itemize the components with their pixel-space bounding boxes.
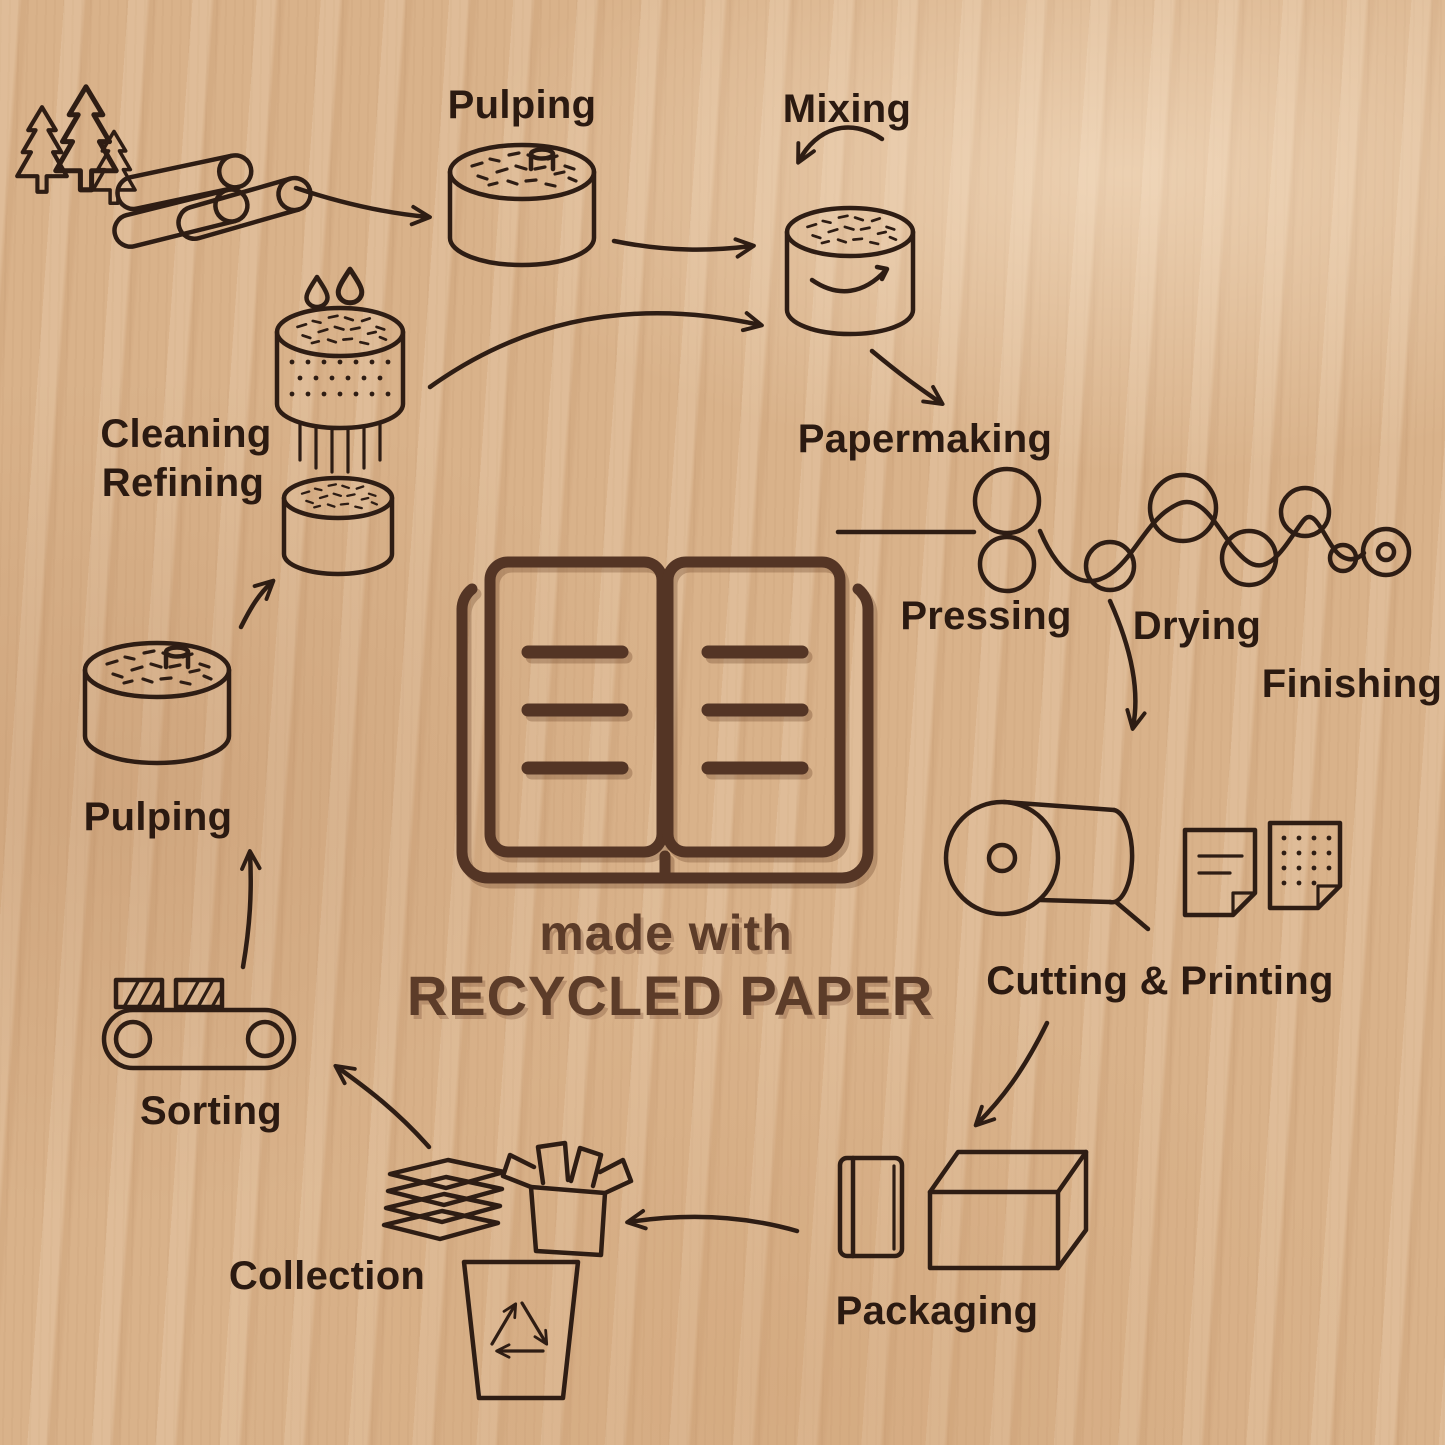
label-cleaning: Cleaning xyxy=(100,412,272,456)
recycle-bin-icon xyxy=(461,1259,581,1401)
center-caption-line2: RECYCLED PAPER xyxy=(406,964,934,1027)
center-caption-line1: made with xyxy=(539,905,793,961)
label-papermaking: Papermaking xyxy=(797,417,1053,461)
arrow-pulping-to-refining xyxy=(238,578,276,630)
label-pulping-recycled: Pulping xyxy=(83,795,233,839)
refined-pulp-vat-icon xyxy=(281,475,395,577)
arrow-sorting-to-pulping xyxy=(240,849,262,970)
pulping-vat-icon xyxy=(450,145,594,265)
arrow-mixing-inlet xyxy=(796,125,885,165)
shipping-box-icon xyxy=(927,1149,1089,1271)
papermaking-rollers-icon xyxy=(835,466,1412,594)
label-drying: Drying xyxy=(1132,604,1262,648)
label-collection: Collection xyxy=(228,1254,426,1298)
label-mixing: Mixing xyxy=(782,87,912,131)
label-pressing: Pressing xyxy=(900,594,1072,638)
arrow-packaging-to-collection xyxy=(625,1209,800,1234)
arrow-drying-to-cutting xyxy=(1107,598,1147,731)
paper-roll-icon xyxy=(943,799,1151,932)
arrow-mixing-to-papermaking xyxy=(869,348,945,407)
recycled-pulping-vat-icon xyxy=(85,643,229,763)
label-packaging: Packaging xyxy=(835,1289,1039,1333)
label-pulping-top: Pulping xyxy=(447,83,597,127)
label-finishing: Finishing xyxy=(1261,662,1443,706)
arrow-pulping-to-mixing xyxy=(611,237,756,259)
logs-icon xyxy=(102,135,315,258)
arrow-cleaning-to-mixing xyxy=(427,311,764,390)
label-sorting: Sorting xyxy=(139,1089,283,1133)
label-refining: Refining xyxy=(101,461,265,505)
notebook-icon xyxy=(837,1155,905,1259)
paper-stack-icon xyxy=(384,1160,504,1239)
label-cutting-printing: Cutting & Printing xyxy=(986,959,1334,1003)
water-drops-icon xyxy=(307,269,362,307)
collection-box-icon xyxy=(500,1140,634,1258)
mixing-vat-icon xyxy=(784,205,916,337)
arrow-collection-to-sorting xyxy=(333,1063,432,1150)
printed-sheets-icon xyxy=(1182,820,1343,918)
sorting-conveyor-icon xyxy=(101,977,297,1071)
arrow-cutting-to-packaging xyxy=(973,1020,1050,1128)
arrow-logs-to-pulping xyxy=(293,185,432,227)
open-book-icon xyxy=(456,556,874,884)
cleaning-refining-screen-icon xyxy=(274,269,406,474)
